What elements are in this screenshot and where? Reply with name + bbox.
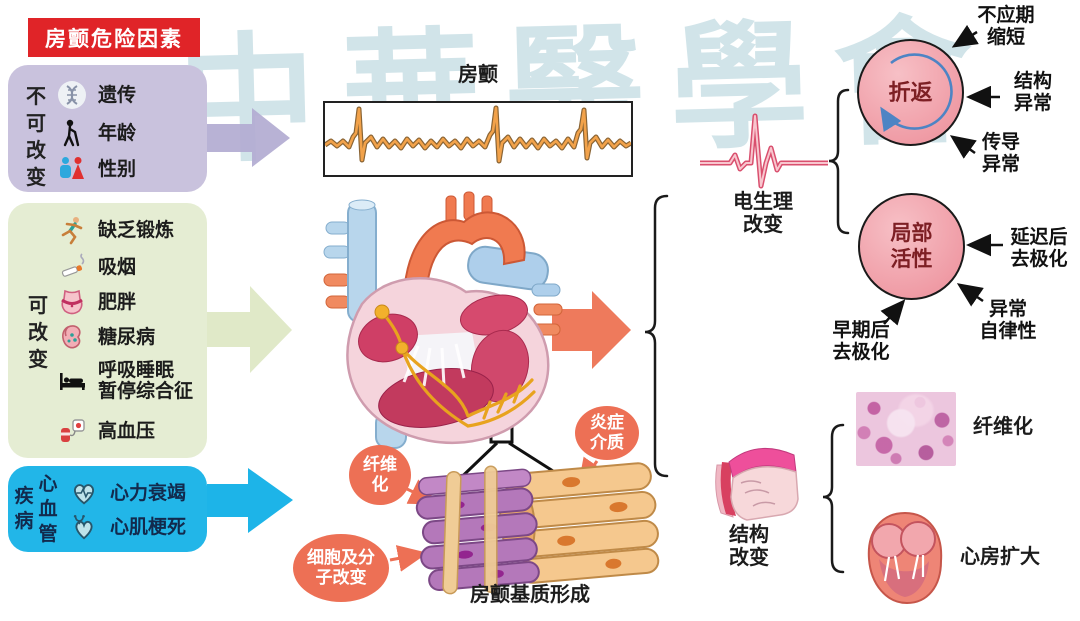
- dna-icon: [56, 79, 88, 111]
- risk-item-myocardial-infarction: 心肌梗死: [68, 511, 186, 543]
- risk-item-obesity: 肥胖: [56, 286, 136, 318]
- nonmodifiable-arrow: [207, 108, 290, 167]
- atrial-enlargement-label: 心房扩大: [960, 546, 1040, 568]
- fibrosis-histology-image: [856, 392, 956, 466]
- local-activity-label: 局部 活性: [890, 221, 933, 271]
- af-ecg-title: 房颤: [458, 64, 498, 86]
- reentry-loop-icon: [880, 53, 953, 132]
- sleep-bed-icon: [56, 365, 88, 397]
- risk-item-sex: 性别: [56, 153, 136, 185]
- heart-failure-icon: [68, 477, 100, 509]
- diagram-title: 房颤危险因素: [28, 18, 200, 57]
- risk-item-label: 心肌梗死: [110, 516, 187, 538]
- cardiovascular-arrow: [207, 468, 293, 533]
- reentry-label: 折返: [888, 79, 933, 105]
- enlarged-atria-icon: [867, 511, 943, 605]
- structural-abnormality-annotation: 结构 异常: [1013, 71, 1052, 114]
- modifiable-category-label: 可改变: [28, 295, 48, 371]
- structural-change-label: 结构 改变: [729, 524, 769, 569]
- delayed-depolarization-annotation: 延迟后 去极化: [1010, 227, 1068, 270]
- fibrosis-callout: 纤维 化: [349, 445, 411, 505]
- risk-item-sleep-apnea: 呼吸睡眠 暂停综合征: [56, 360, 193, 402]
- risk-item-diabetes: 糖尿病: [56, 321, 155, 353]
- tissue-illustration: [415, 462, 660, 595]
- heart-infarction-icon: [68, 511, 100, 543]
- electrophysiology-label: 电生理 改变: [733, 191, 793, 236]
- gender-icon: [56, 153, 88, 185]
- refractory-arrow: [951, 24, 979, 48]
- structure-brace: [822, 423, 845, 574]
- conduction-abnormality-annotation: 传导 异常: [981, 132, 1020, 175]
- modifiable-group-box: [8, 203, 207, 458]
- heart-illustration: [323, 191, 563, 449]
- ep-ecg-icon: [700, 113, 828, 189]
- cvd-category-outer-label: 疾病: [14, 486, 34, 532]
- risk-item-label: 遗传: [98, 84, 137, 106]
- main-arrow: [552, 291, 631, 369]
- nonmodifiable-category-label: 不可改变: [26, 86, 46, 189]
- modifiable-arrow: [207, 286, 292, 373]
- cellular-callout-arrow: [389, 545, 428, 572]
- elderly-person-icon: [56, 117, 88, 149]
- risk-item-label: 吸烟: [98, 256, 137, 278]
- risk-item-age: 年龄: [56, 117, 136, 149]
- fibrosis-label: 纤维化: [973, 416, 1033, 438]
- magnifier-line-right: [508, 441, 554, 473]
- nonmodifiable-group-box: [8, 65, 207, 192]
- risk-item-label: 高血压: [98, 420, 156, 442]
- electro-brace: [828, 88, 850, 235]
- risk-item-heart-failure: 心力衰竭: [68, 477, 186, 509]
- inflammation-callout: 炎症 介质: [575, 406, 639, 460]
- early-depolarization-annotation: 早期后 去极化: [832, 320, 890, 363]
- risk-item-exercise: 缺乏锻炼: [56, 214, 174, 246]
- cvd-category-inner-label: 心血管: [38, 474, 58, 545]
- diabetes-icon: [56, 321, 88, 353]
- risk-item-label: 性别: [98, 158, 137, 180]
- risk-item-genetics: 遗传: [56, 79, 136, 111]
- cardiovascular-group-box: [8, 466, 207, 552]
- blood-pressure-icon: [56, 415, 88, 447]
- local-activity-node: 局部 活性: [858, 193, 965, 300]
- risk-item-hypertension: 高血压: [56, 415, 155, 447]
- risk-item-label: 心力衰竭: [110, 482, 187, 504]
- af-ecg-strip: [323, 101, 633, 177]
- refractory-annotation: 不应期 缩短: [977, 5, 1035, 48]
- automaticity-arrow: [956, 283, 984, 307]
- runner-icon: [56, 214, 88, 246]
- risk-item-label: 糖尿病: [98, 326, 156, 348]
- cellular-callout: 细胞及分 子改变: [293, 534, 389, 602]
- tissue-block-icon: [715, 447, 799, 521]
- reentry-node: 折返: [857, 39, 964, 146]
- risk-item-label: 年龄: [98, 122, 137, 144]
- cigarette-icon: [56, 251, 88, 283]
- obesity-icon: [56, 286, 88, 318]
- automaticity-annotation: 异常 自律性: [979, 299, 1037, 342]
- risk-item-label: 肥胖: [98, 291, 137, 313]
- conduction-abnormality-arrow: [949, 135, 977, 159]
- risk-item-label: 缺乏锻炼: [98, 219, 175, 241]
- early-depolarization-arrow: [880, 299, 906, 326]
- risk-item-label: 呼吸睡眠 暂停综合征: [98, 360, 194, 402]
- af-ecg-trace: [325, 105, 631, 164]
- tissue-caption: 房颤基质形成: [470, 584, 590, 606]
- main-brace: [644, 194, 669, 478]
- risk-item-smoking: 吸烟: [56, 251, 136, 283]
